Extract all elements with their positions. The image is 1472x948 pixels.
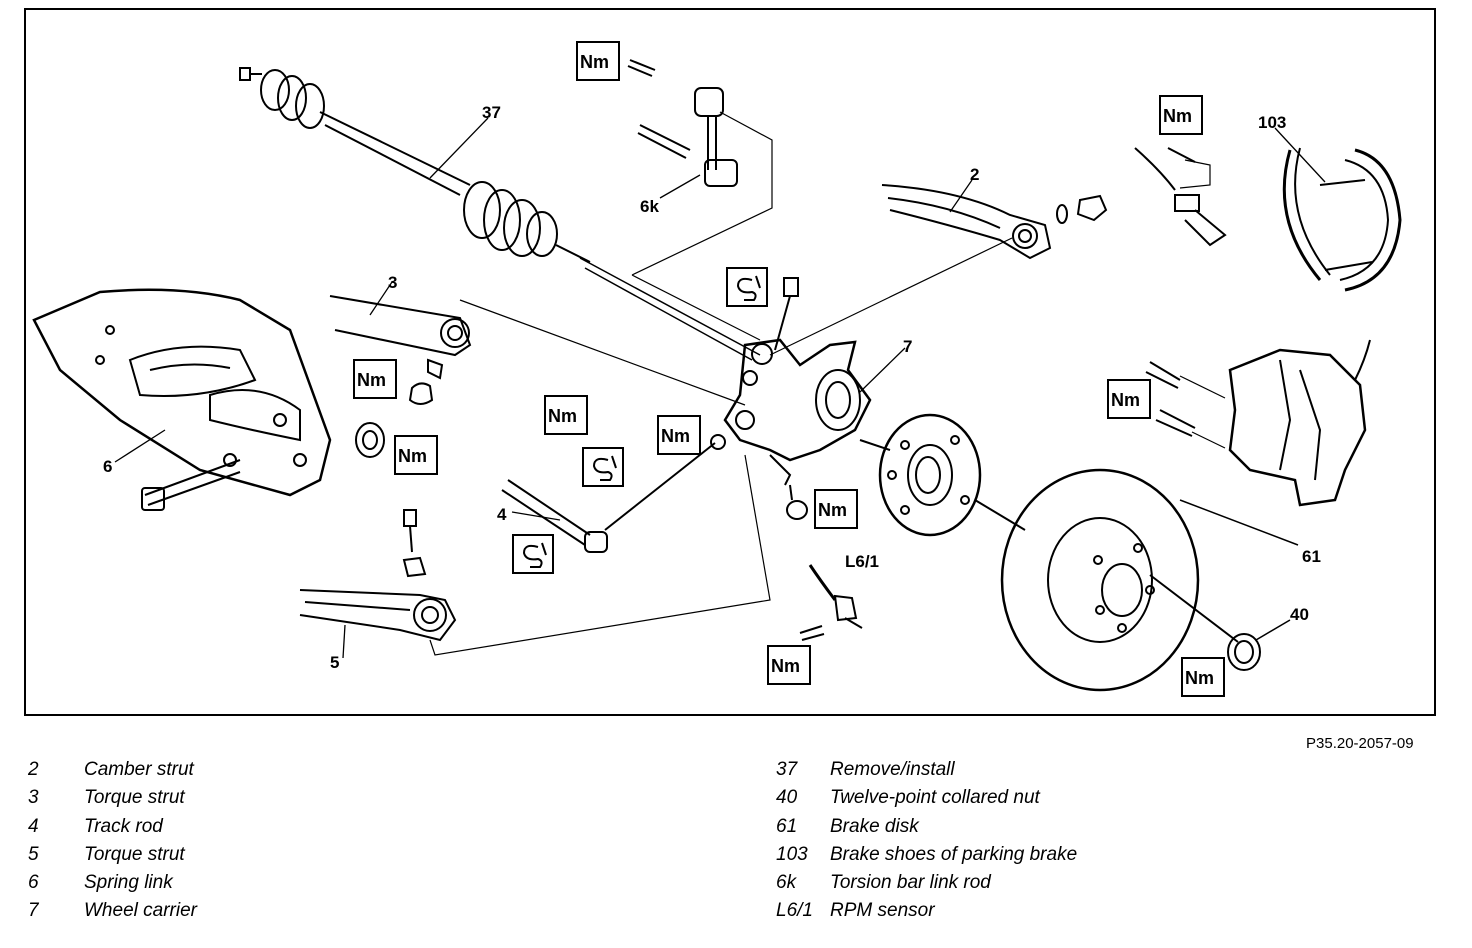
torque-symbol: Nm [398,446,427,466]
legend-label: Spring link [84,872,173,894]
legend-label: Torsion bar link rod [830,872,991,894]
track-rod-4 [501,434,726,553]
legend-row: 7 Wheel carrier [28,900,197,928]
torque-symbol: Nm [1111,390,1140,410]
brake-disk-61 [1000,468,1299,692]
camber-strut-2 [769,184,1108,356]
legend-number: 40 [776,787,798,809]
legend-right: 37 Remove/install 40 Twelve-point collared… [776,759,1077,929]
legend-number: 6k [776,872,797,894]
legend-number: 37 [776,759,798,780]
legend-row: 6 Spring link [28,872,197,900]
legend-label: Camber strut [84,759,194,780]
callout-6: 6 [103,457,112,476]
hub-flange [859,413,1026,537]
wheel-carrier-7 [429,277,872,656]
legend-row: 3 Torque strut [28,787,197,815]
legend-number: 7 [28,900,39,922]
torque-symbol: Nm [818,500,847,520]
torque-symbol: Nm [1163,106,1192,126]
legend-row: 40 Twelve-point collared nut [776,787,1077,815]
legend-number: 103 [776,843,808,865]
callout-7: 7 [903,337,912,356]
rpm-sensor-l61 [799,564,863,641]
legend-row: 5 Torque strut [28,844,197,872]
legend-row: 2 Camber strut [28,759,197,787]
leader-lines [114,117,1326,659]
legend-row: 61 Brake disk [776,816,1077,844]
collared-nut-40 [1227,619,1291,671]
legend-label: Wheel carrier [84,900,197,922]
legend-number: 4 [28,815,39,837]
callout-4: 4 [497,505,507,524]
legend-number: L6/1 [776,900,813,922]
legend-row: 6k Torsion bar link rod [776,872,1077,900]
legend-row: L6/1 RPM sensor [776,900,1077,928]
rpm-sensor-upper [1134,147,1227,247]
torque-strut-5 [299,509,457,642]
callout-6k: 6k [640,197,659,216]
legend-label: Torque strut [84,843,185,865]
drive-shaft-37 [239,67,761,361]
callout-40: 40 [1290,605,1309,624]
torsion-bar-link-6k [627,59,773,341]
torque-symbol: Nm [580,52,609,72]
legend-number: 61 [776,815,798,837]
legend-number: 3 [28,787,39,809]
torque-symbol: Nm [1185,668,1214,688]
legend-row: 37 Remove/install [776,759,1077,787]
torque-boxes [353,41,1225,697]
diagram-frame [24,8,1436,716]
legend-number: 6 [28,872,39,894]
legend-row: 4 Track rod [28,816,197,844]
torque-strut-3 [329,295,746,406]
tool-symbol-icon [512,267,768,574]
legend-number: 5 [28,843,39,865]
torque-symbol: Nm [771,656,800,676]
callout-3: 3 [388,273,397,292]
callout-l6-1: L6/1 [845,552,879,571]
legend-label: Twelve-point collared nut [830,787,1040,809]
legend-label: RPM sensor [830,900,935,922]
legend-label: Brake disk [830,815,919,837]
legend-label: Remove/install [830,759,955,780]
callout-2: 2 [970,165,979,184]
torque-symbol: Nm [661,426,690,446]
torque-symbol: Nm [548,406,577,426]
legend-label: Brake shoes of parking brake [830,843,1078,865]
legend-label: Torque strut [84,787,185,809]
legend-row: 103 Brake shoes of parking brake [776,844,1077,872]
legend-number: 2 [28,759,39,780]
brake-caliper [1145,339,1371,507]
legend-label: Track rod [84,815,163,837]
brake-shoes-103 [1282,147,1402,292]
callout-5: 5 [330,653,339,672]
callout-61: 61 [1302,547,1321,566]
spring-link-6 [32,288,385,511]
figure-reference: P35.20-2057-09 [1306,735,1414,752]
callout-103: 103 [1258,113,1286,132]
callout-37: 37 [482,103,501,122]
torque-symbol: Nm [357,370,386,390]
